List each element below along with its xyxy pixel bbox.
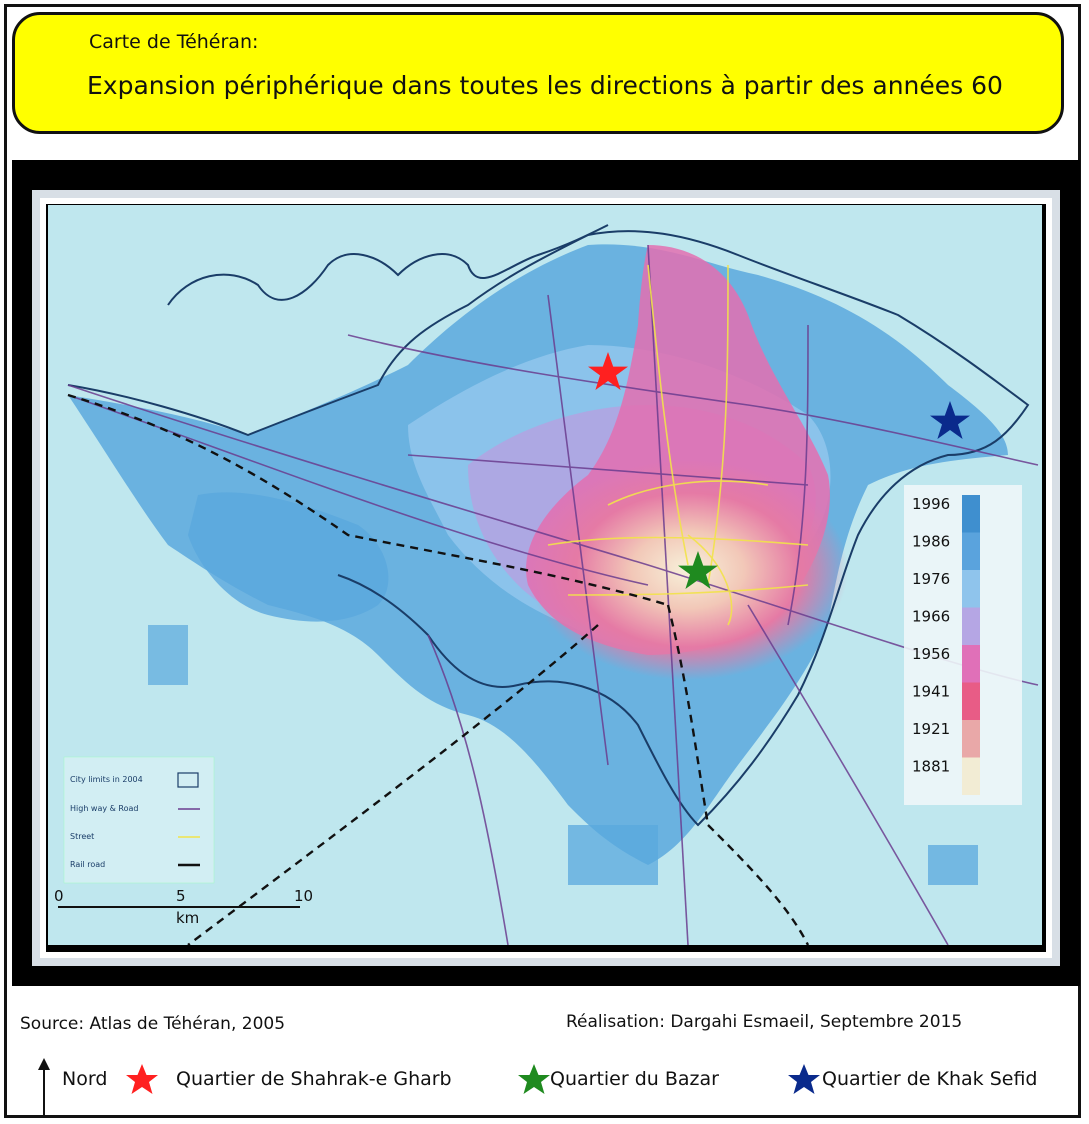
- legend-swatch-city-limits: [177, 772, 199, 788]
- timeline-swatch: [962, 645, 980, 683]
- marker-label-bazar: Quartier du Bazar: [550, 1068, 719, 1090]
- urban-patch: [568, 825, 658, 885]
- legend-item-railroad: Rail road: [70, 860, 105, 869]
- streets: [547, 264, 809, 626]
- timeline-swatch: [962, 682, 980, 720]
- legend-item-highway: High way & Road: [70, 804, 139, 813]
- timeline-year: 1996: [912, 495, 950, 513]
- timeline-year: 1966: [912, 608, 950, 626]
- timeline-swatch: [962, 757, 980, 795]
- urban-patch: [928, 845, 978, 885]
- north-label: Nord: [62, 1068, 108, 1090]
- legend-item-street: Street: [70, 832, 94, 841]
- timeline-swatch: [962, 570, 980, 608]
- timeline-swatch: [962, 532, 980, 570]
- timeline-year: 1986: [912, 533, 950, 551]
- source-text: Source: Atlas de Téhéran, 2005: [20, 1014, 286, 1034]
- blue-star-icon: [788, 1064, 820, 1094]
- tehran-map: City limits in 2004 High way & Road Stre…: [48, 205, 1042, 945]
- green-star-icon: [518, 1064, 550, 1094]
- timeline-year: 1976: [912, 570, 950, 588]
- timeline-year: 1881: [912, 758, 950, 776]
- timeline-year: 1921: [912, 720, 950, 738]
- map-title: Expansion périphérique dans toutes les d…: [87, 71, 1003, 100]
- scale-unit: km: [176, 909, 199, 927]
- scale-tick-10: 10: [294, 887, 313, 905]
- footer: Source: Atlas de Téhéran, 2005 Réalisati…: [0, 1010, 1089, 1120]
- red-star-icon: [126, 1064, 158, 1094]
- city-limit-2004: [67, 230, 1030, 827]
- scale-tick-5: 5: [176, 887, 186, 905]
- timeline-swatch: [962, 607, 980, 645]
- marker-label-shahrak: Quartier de Shahrak-e Gharb: [176, 1068, 452, 1090]
- timeline-year: 1941: [912, 683, 950, 701]
- marker-label-khak-sefid: Quartier de Khak Sefid: [822, 1068, 1038, 1090]
- scale-tick-0: 0: [54, 887, 64, 905]
- map-subtitle: Carte de Téhéran:: [89, 31, 259, 53]
- timeline-legend: 1996 1986 1976 1966 1956 1941 1921 1881: [904, 485, 1022, 805]
- scale-bar: 0 5 10 km: [54, 887, 313, 927]
- timeline-swatch: [962, 720, 980, 758]
- bazar-star: [678, 551, 718, 589]
- railroad: [67, 393, 810, 945]
- timeline-year: 1956: [912, 645, 950, 663]
- urban-patch: [148, 625, 188, 685]
- legend-item-city-limits: City limits in 2004: [70, 775, 143, 784]
- khak-sefid-star: [930, 401, 970, 439]
- map-legend: City limits in 2004 High way & Road Stre…: [63, 756, 215, 884]
- mountain-boundary: [167, 224, 609, 306]
- credit-text: Réalisation: Dargahi Esmaeil, Septembre …: [566, 1012, 963, 1032]
- urban-area-west: [188, 492, 389, 622]
- shahrak-e-gharb-star: [588, 352, 628, 390]
- timeline-swatch: [962, 495, 980, 533]
- north-arrow-icon: [38, 1058, 50, 1116]
- marker-legend: Nord Quartier de Shahrak-e Gharb Quartie…: [26, 1058, 1086, 1116]
- title-banner: Carte de Téhéran: Expansion périphérique…: [12, 12, 1064, 134]
